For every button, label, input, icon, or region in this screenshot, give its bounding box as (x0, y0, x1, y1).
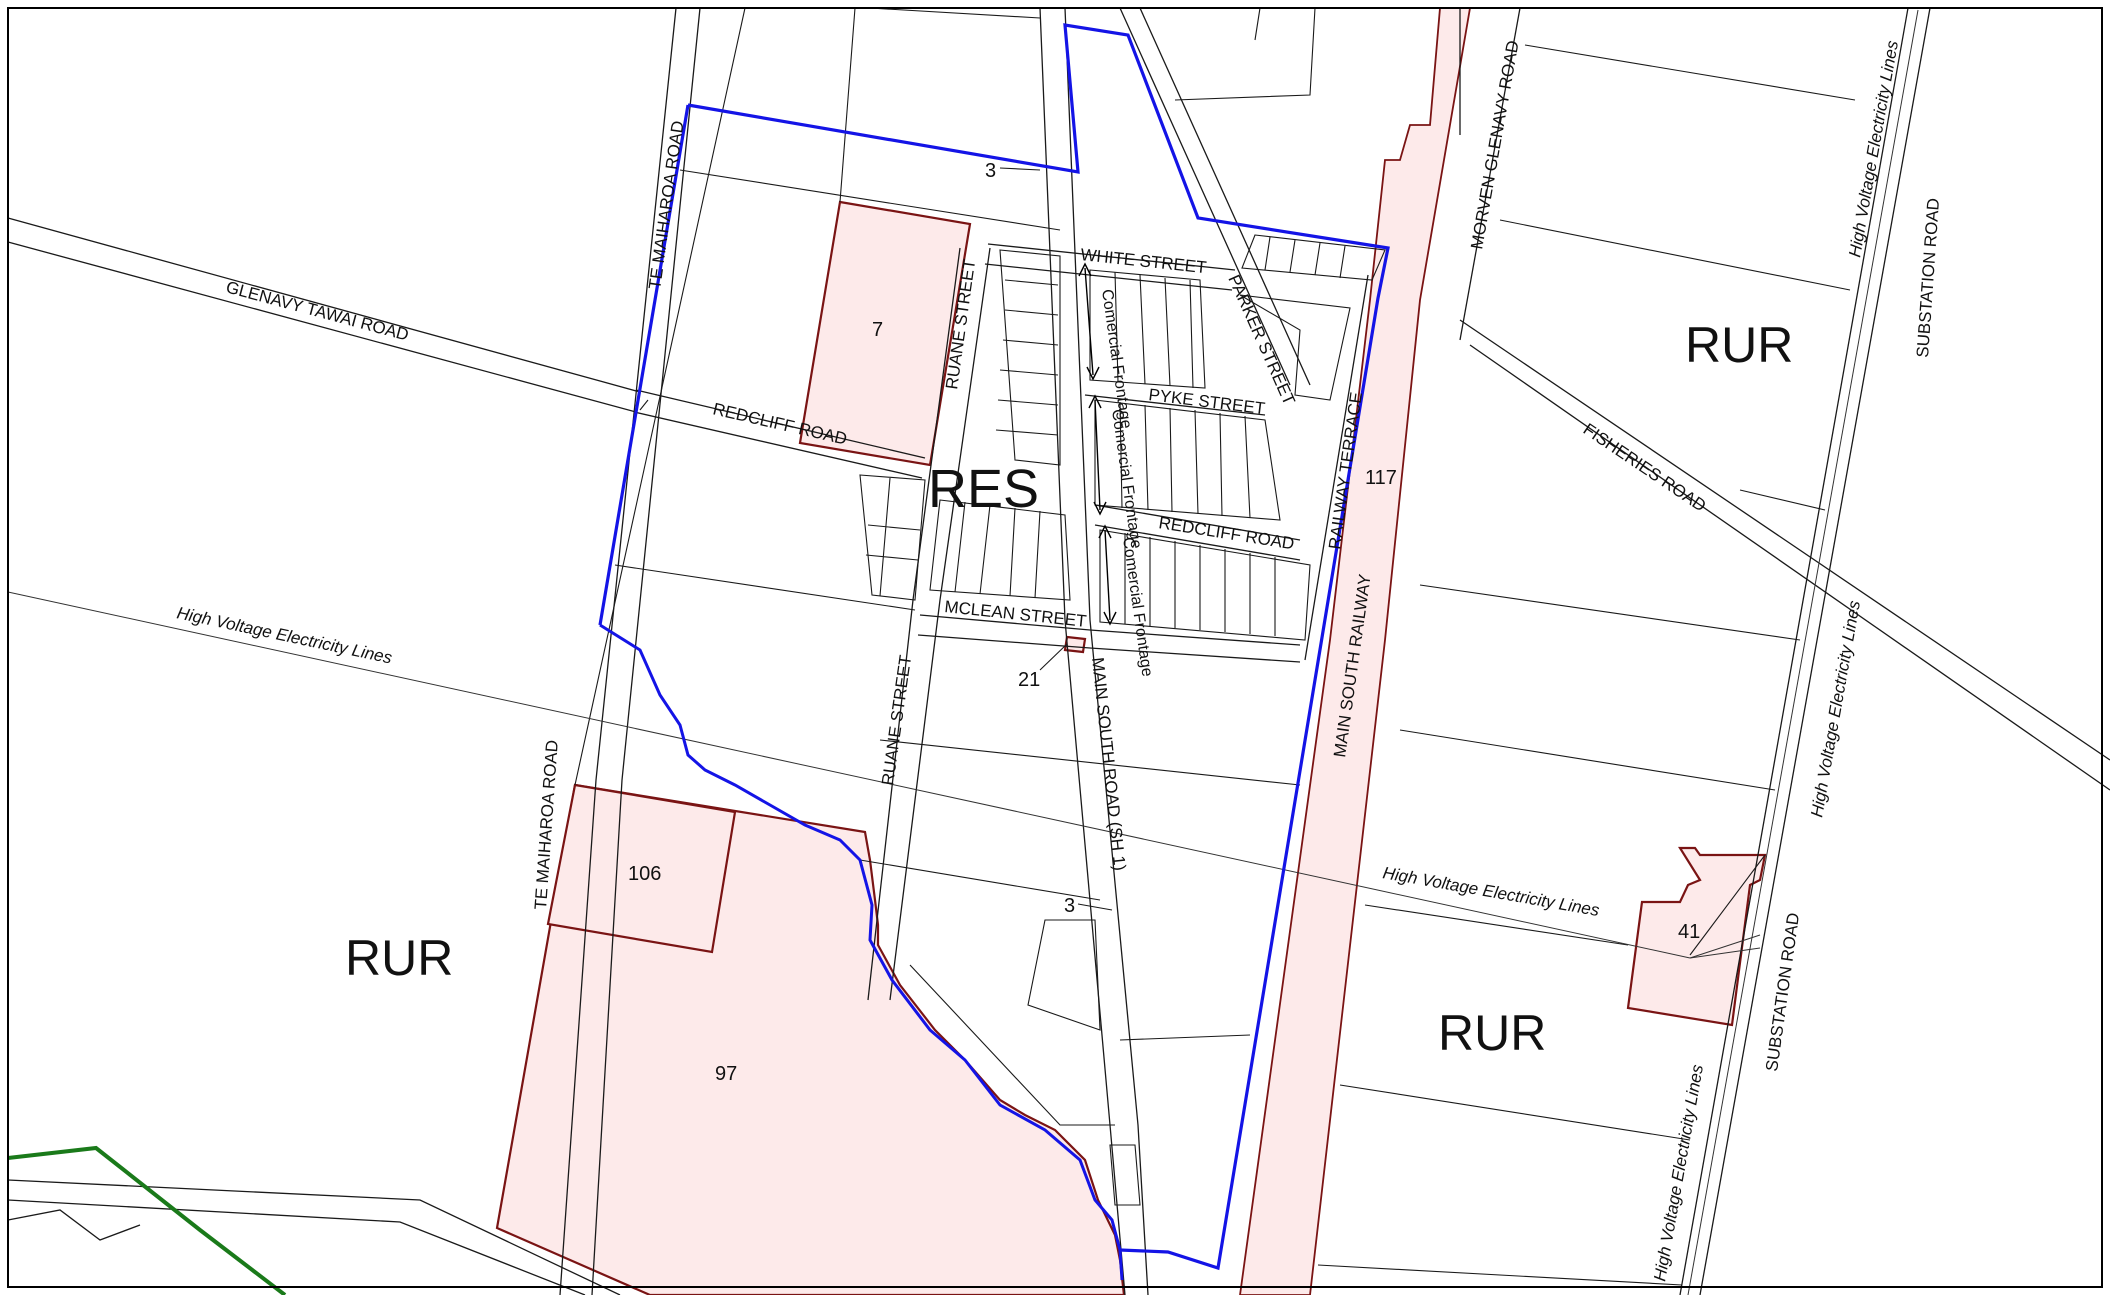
lot-7-area (798, 200, 972, 467)
lot-106-outline (546, 783, 737, 954)
lot-labels: 3 7 21 106 3 97 117 41 (628, 160, 1700, 1085)
label-lot-117: 117 (1365, 467, 1397, 489)
label-lot-21: 21 (1018, 669, 1040, 691)
label-lot-3-north: 3 (985, 160, 996, 182)
leader-lot-21 (1039, 643, 1068, 671)
label-glenavy-tawai-road: GLENAVY TAWAI ROAD (224, 278, 411, 345)
lot-41-area (1626, 846, 1767, 1027)
district-boundary-line (7, 1145, 287, 1295)
label-parker-street: PARKER STREET (1224, 272, 1298, 408)
hv-lines (7, 9, 1919, 1295)
label-hv-line-east-2: High Voltage Electricity Lines (1807, 599, 1864, 819)
label-fisheries-road: FISHERIES ROAD (1580, 420, 1710, 516)
parcel-boundaries (574, 7, 1856, 1286)
label-mclean-street: MCLEAN STREET (944, 597, 1088, 631)
label-lot-3-south: 3 (1064, 895, 1075, 917)
label-substation-road-south: SUBSTATION ROAD (1762, 912, 1803, 1073)
label-zone-rur-west: RUR (345, 930, 453, 986)
label-lot-41: 41 (1678, 921, 1700, 943)
label-te-maiharoa-road-north: TE MAIHAROA ROAD (645, 120, 687, 291)
frontage-markers (1078, 262, 1117, 626)
leader-lot-3-north (999, 167, 1041, 171)
river-edge (7, 1209, 141, 1241)
residential-boundary (598, 23, 1390, 1281)
label-morven-glenavy-road: MORVEN GLENAVY ROAD (1467, 39, 1522, 251)
label-zone-rur-east-south: RUR (1438, 1005, 1546, 1061)
label-lot-106: 106 (628, 863, 661, 885)
label-lot-7: 7 (872, 319, 883, 341)
zone-labels: RES RUR RUR RUR (345, 317, 1793, 1061)
label-ruane-street-south: RUANE STREET (878, 654, 915, 787)
label-main-south-road: MAIN SOUTH ROAD (SH 1) (1088, 656, 1129, 871)
label-substation-road-north: SUBSTATION ROAD (1913, 197, 1943, 358)
label-hv-line-middle: High Voltage Electricity Lines (1381, 863, 1601, 920)
label-zone-rur-east-north: RUR (1685, 317, 1793, 373)
leader-lot-3-south (1077, 903, 1113, 911)
label-lot-97: 97 (715, 1063, 737, 1085)
map-frame (7, 7, 2103, 1288)
rail-corridor (1239, 7, 1472, 1295)
stream (599, 623, 1124, 1281)
label-zone-res: RES (928, 459, 1039, 519)
label-hv-line-east-3: High Voltage Electricity Lines (1650, 1063, 1707, 1283)
zoned-areas (495, 7, 1767, 1295)
hv-line-labels: High Voltage Electricity Lines High Volt… (175, 39, 1902, 1283)
label-white-street: WHITE STREET (1080, 245, 1208, 277)
road-network (7, 7, 2110, 1295)
